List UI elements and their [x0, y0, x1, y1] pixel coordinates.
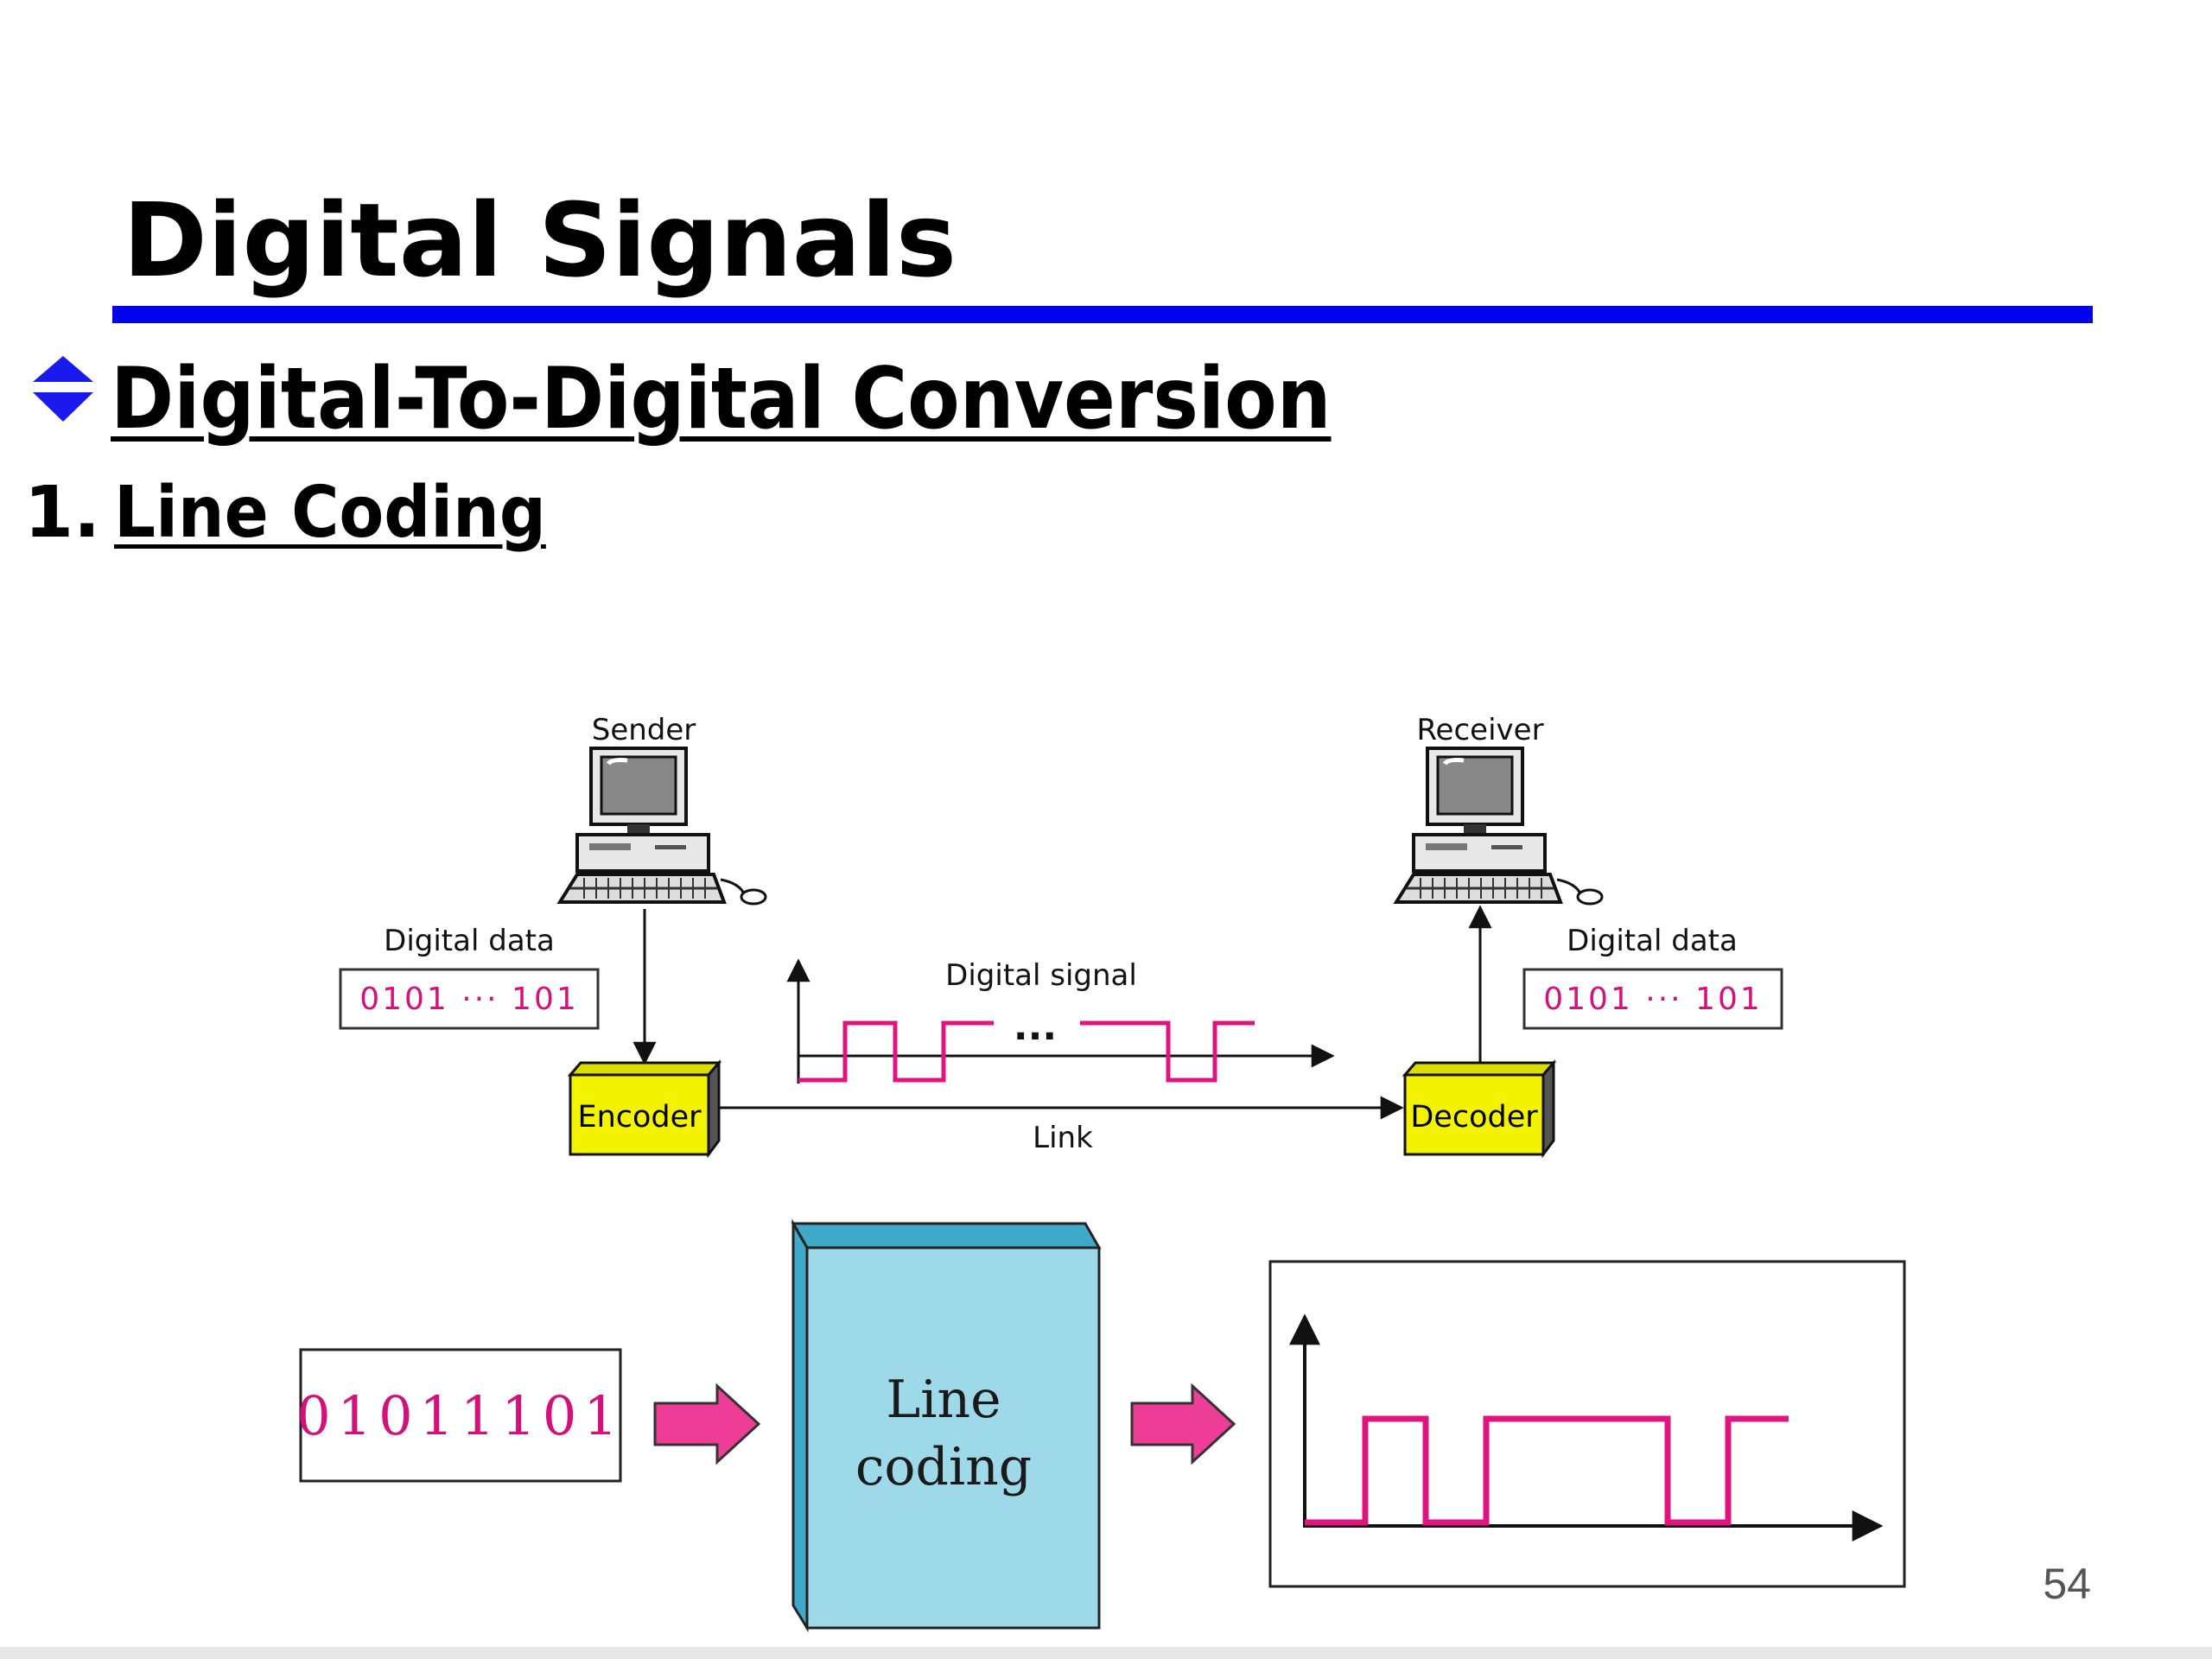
input-bits: 01011101 [296, 1384, 625, 1447]
right-arrow-icon [1130, 1382, 1236, 1465]
link-label: Link [1033, 1121, 1093, 1155]
list-item-number: 1. [24, 472, 101, 554]
digital-signal-label: Digital signal [945, 958, 1137, 993]
page-number: 54 [2043, 1560, 2091, 1608]
left-digital-data-box [339, 968, 600, 1030]
output-signal-waveform [1305, 1415, 1789, 1526]
right-digital-data-label: Digital data [1567, 924, 1738, 958]
receiver-computer-icon [1396, 748, 1602, 904]
receiver-label: Receiver [1416, 713, 1543, 747]
decoder-label: Decoder [1410, 1100, 1538, 1135]
slide-subtitle: Digital-To-Digital Conversion [111, 350, 1332, 448]
output-signal-box [1268, 1260, 1906, 1588]
right-digital-data-bits: 0101 ··· 101 [1543, 982, 1763, 1017]
digital-signal-ellipsis: ··· [1014, 1014, 1057, 1058]
line-coding-box [791, 1218, 1102, 1633]
left-digital-data-bits: 0101 ··· 101 [359, 982, 579, 1017]
diamond-bullet-icon [33, 356, 93, 422]
digital-signal-waveform-left [798, 1020, 994, 1083]
sender-computer-icon [560, 748, 766, 904]
line-coding-box-line1: Line [886, 1370, 1001, 1430]
digital-signal-waveform-right [1080, 1020, 1255, 1083]
right-digital-data-box [1522, 968, 1783, 1030]
right-arrow-icon [653, 1382, 761, 1465]
input-bits-box [299, 1348, 622, 1483]
slide-bottom-band [0, 1647, 2212, 1659]
encoder-label: Encoder [577, 1100, 702, 1135]
decoder-block [1402, 1058, 1557, 1159]
encoder-block [567, 1058, 722, 1159]
slide-title: Digital Signals [123, 181, 957, 300]
title-underline-rule [112, 306, 2093, 323]
left-digital-data-label: Digital data [384, 924, 555, 958]
line-coding-box-line2: coding [855, 1437, 1032, 1497]
list-item-label: Line Coding [114, 472, 546, 554]
sender-label: Sender [592, 713, 696, 747]
